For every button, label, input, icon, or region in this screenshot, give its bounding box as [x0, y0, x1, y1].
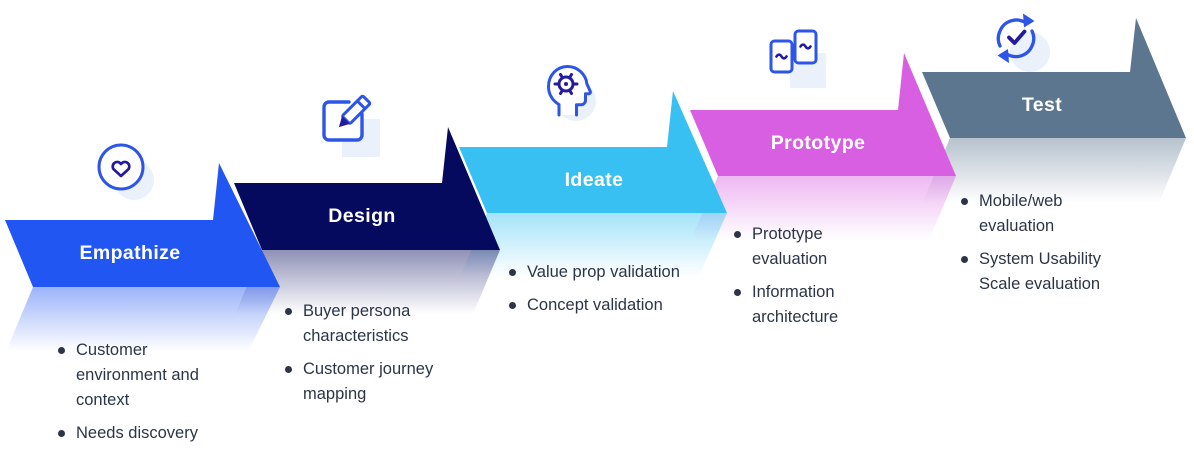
bullet-text: Concept validation: [527, 296, 663, 314]
bullets-empathize: Customer environment and context Needs d…: [58, 338, 210, 454]
bullet-dot: [961, 198, 968, 205]
stage-arrow-prototype: [690, 53, 956, 176]
process-arrows-canvas: [5, 18, 1186, 411]
bullet-dot: [58, 347, 65, 354]
bullets-design: Buyer persona characteristics Customer j…: [285, 299, 450, 415]
bullet-text: Customer journey mapping: [303, 360, 434, 403]
list-item: System Usability Scale evaluation: [961, 247, 1123, 297]
stage-reflection-ideate: [459, 213, 727, 335]
stage-reflection-empathize: [5, 287, 280, 411]
list-item: Mobile/web evaluation: [961, 189, 1123, 239]
list-item: Customer journey mapping: [285, 357, 450, 407]
stage-reflection-prototype: [690, 176, 956, 299]
stage-shape-test: [922, 18, 1186, 258]
stage-shape-empathize: [5, 163, 280, 411]
bullets-test: Mobile/web evaluation System Usability S…: [961, 189, 1123, 305]
bullet-text: Customer environment and context: [76, 341, 199, 409]
stage-reflection-design: [234, 250, 500, 373]
stage-label-ideate: Ideate: [564, 169, 624, 191]
stage-label-prototype: Prototype: [770, 132, 866, 154]
head-gear-icon: [536, 57, 608, 134]
list-item: Prototype evaluation: [734, 222, 872, 272]
stage-shape-prototype: [690, 53, 956, 299]
stage-label-design: Design: [328, 205, 396, 227]
bullet-text: Needs discovery: [76, 424, 198, 442]
heart-icon: [90, 137, 160, 212]
bullet-text: System Usability Scale evaluation: [979, 250, 1101, 293]
stage-arrow-empathize: [5, 163, 280, 287]
bullet-dot: [58, 430, 65, 437]
stage-label-empathize: Empathize: [79, 242, 181, 264]
list-item: Customer environment and context: [58, 338, 210, 413]
stage-label-test: Test: [1021, 94, 1063, 116]
bullet-text: Buyer persona characteristics: [303, 302, 411, 345]
stage-arrow-test: [922, 18, 1186, 138]
list-item: Buyer persona characteristics: [285, 299, 450, 349]
bullets-ideate: Value prop validation Concept validation: [509, 260, 681, 326]
stage-shape-design: [234, 127, 500, 373]
bullet-dot: [285, 308, 292, 315]
list-item: Value prop validation: [509, 260, 681, 285]
bullet-dot: [285, 366, 292, 373]
pencil-edit-icon: [314, 93, 386, 170]
bullets-prototype: Prototype evaluation Information archite…: [734, 222, 872, 338]
stage-arrow-design: [234, 127, 500, 250]
bullet-text: Value prop validation: [527, 263, 680, 281]
bullet-text: Mobile/web evaluation: [979, 192, 1063, 235]
stage-shape-ideate: [459, 91, 727, 335]
list-item: Concept validation: [509, 293, 681, 318]
bullet-dot: [961, 256, 968, 263]
bullet-text: Information architecture: [752, 283, 839, 326]
mobile-screens-icon: [758, 20, 830, 97]
bullet-dot: [509, 302, 516, 309]
list-item: Needs discovery: [58, 421, 210, 446]
sync-check-icon: [986, 6, 1056, 81]
bullet-dot: [734, 231, 741, 238]
bullet-dot: [509, 269, 516, 276]
list-item: Information architecture: [734, 280, 872, 330]
stage-reflection-test: [922, 138, 1186, 258]
stage-arrow-ideate: [459, 91, 727, 213]
bullet-text: Prototype evaluation: [752, 225, 828, 268]
bullet-dot: [734, 289, 741, 296]
